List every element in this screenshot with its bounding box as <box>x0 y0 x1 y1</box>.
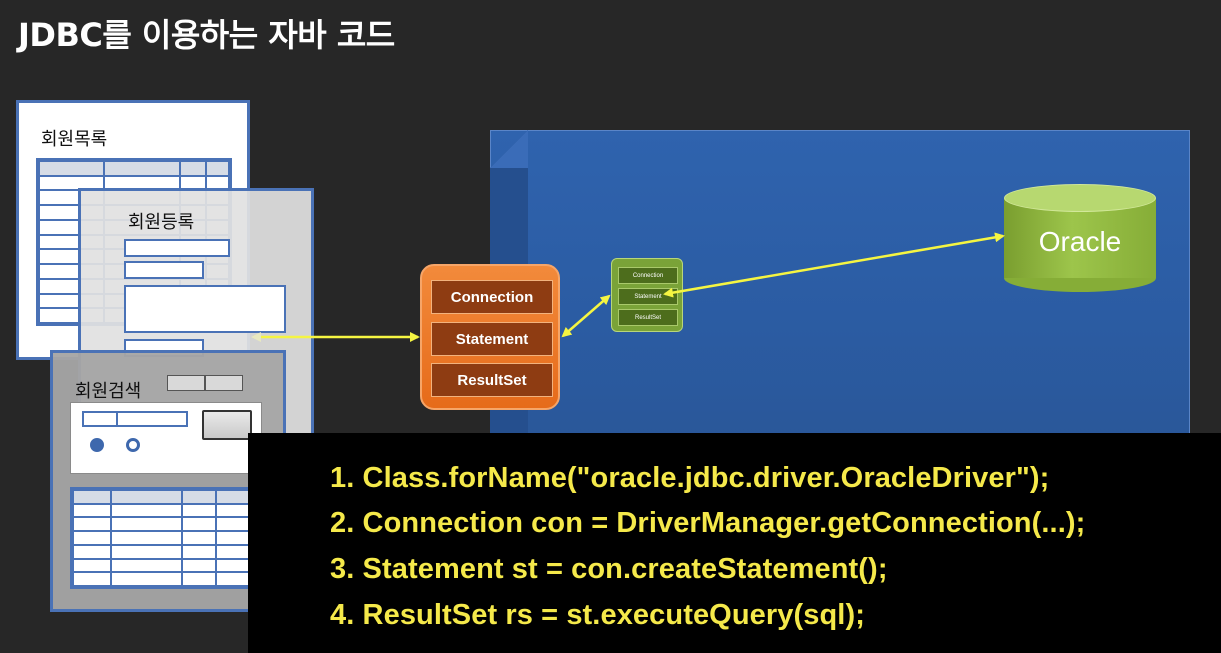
search-result-table <box>70 487 264 589</box>
register-textarea[interactable] <box>124 285 286 333</box>
code-block: 1. Class.forName("oracle.jdbc.driver.Ora… <box>248 433 1221 653</box>
search-button[interactable] <box>202 410 252 440</box>
member-search-label: 회원검색 <box>75 381 142 402</box>
radio-option-2[interactable] <box>126 438 140 452</box>
search-form-panel <box>70 402 262 474</box>
code-line-2: 2. Connection con = DriverManager.getCon… <box>330 507 1086 539</box>
statement-box: Statement <box>431 322 553 356</box>
connection-box: Connection <box>431 280 553 314</box>
register-field-2[interactable] <box>124 261 204 279</box>
arrow-jdbc-to-driver <box>561 294 611 338</box>
page-title: JDBC를 이용하는 자바 코드 <box>18 16 395 54</box>
member-register-label: 회원등록 <box>128 212 195 233</box>
code-line-3: 3. Statement st = con.createStatement(); <box>330 553 888 585</box>
register-field-1[interactable] <box>124 239 230 257</box>
member-search-window: 회원검색 <box>50 350 286 612</box>
database-label: Oracle <box>1038 226 1122 257</box>
arrow-driver-to-oracle <box>663 232 1005 298</box>
search-input[interactable] <box>82 411 188 427</box>
search-small-button-1[interactable] <box>167 375 205 391</box>
search-small-button-2[interactable] <box>205 375 243 391</box>
oracle-database: Oracle <box>1004 184 1156 292</box>
jdbc-object-panel: Connection Statement ResultSet <box>420 264 560 410</box>
resultset-box: ResultSet <box>431 363 553 397</box>
radio-option-1[interactable] <box>90 438 104 452</box>
member-list-label: 회원목록 <box>41 129 108 150</box>
driver-resultset-box: ResultSet <box>618 309 678 326</box>
database-top <box>1004 184 1156 212</box>
code-line-4: 4. ResultSet rs = st.executeQuery(sql); <box>330 599 865 631</box>
code-line-1: 1. Class.forName("oracle.jdbc.driver.Ora… <box>330 462 1050 494</box>
